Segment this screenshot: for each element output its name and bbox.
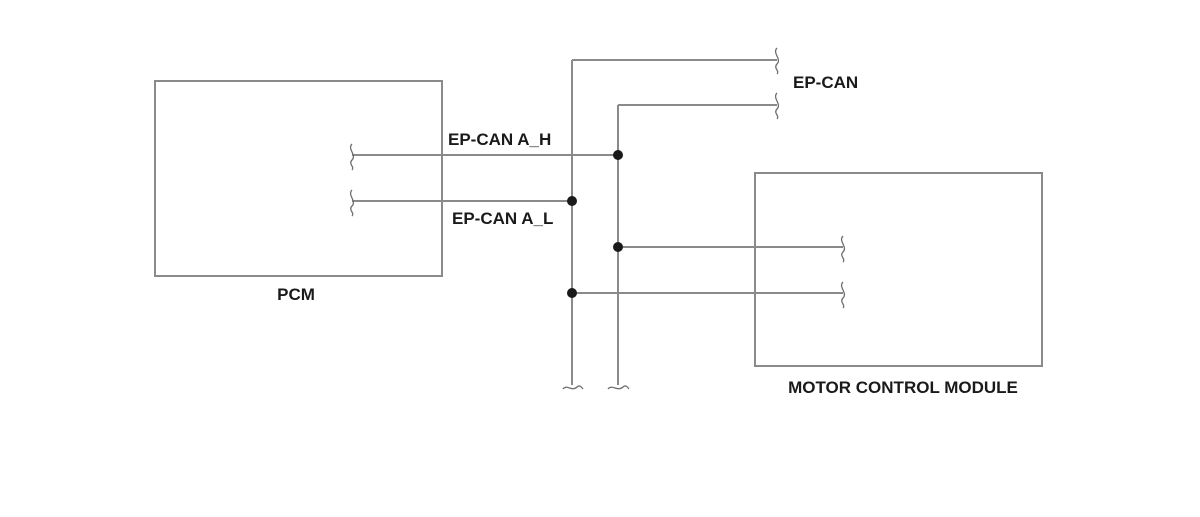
splice-dot [613,150,623,160]
wire-break-icon [562,385,584,390]
wire-break-icon [349,189,355,217]
splice-dot [567,196,577,206]
wire-break-icon [349,143,355,171]
can-low-label: EP-CAN A_L [452,209,553,228]
motor-control-module-label: MOTOR CONTROL MODULE [788,378,1018,397]
wire-break-icon [840,281,846,309]
splice-dot [613,242,623,252]
pcm-label: PCM [277,285,315,304]
pcm-box [154,80,443,277]
wire-break-icon [774,92,780,120]
wire-break-icon [774,47,780,75]
splice-dot [567,288,577,298]
can-high-label: EP-CAN A_H [448,130,551,149]
motor-control-module-box [754,172,1043,367]
wire-break-icon [607,385,630,390]
wire-break-icon [840,235,846,263]
bus-label: EP-CAN [793,73,858,92]
